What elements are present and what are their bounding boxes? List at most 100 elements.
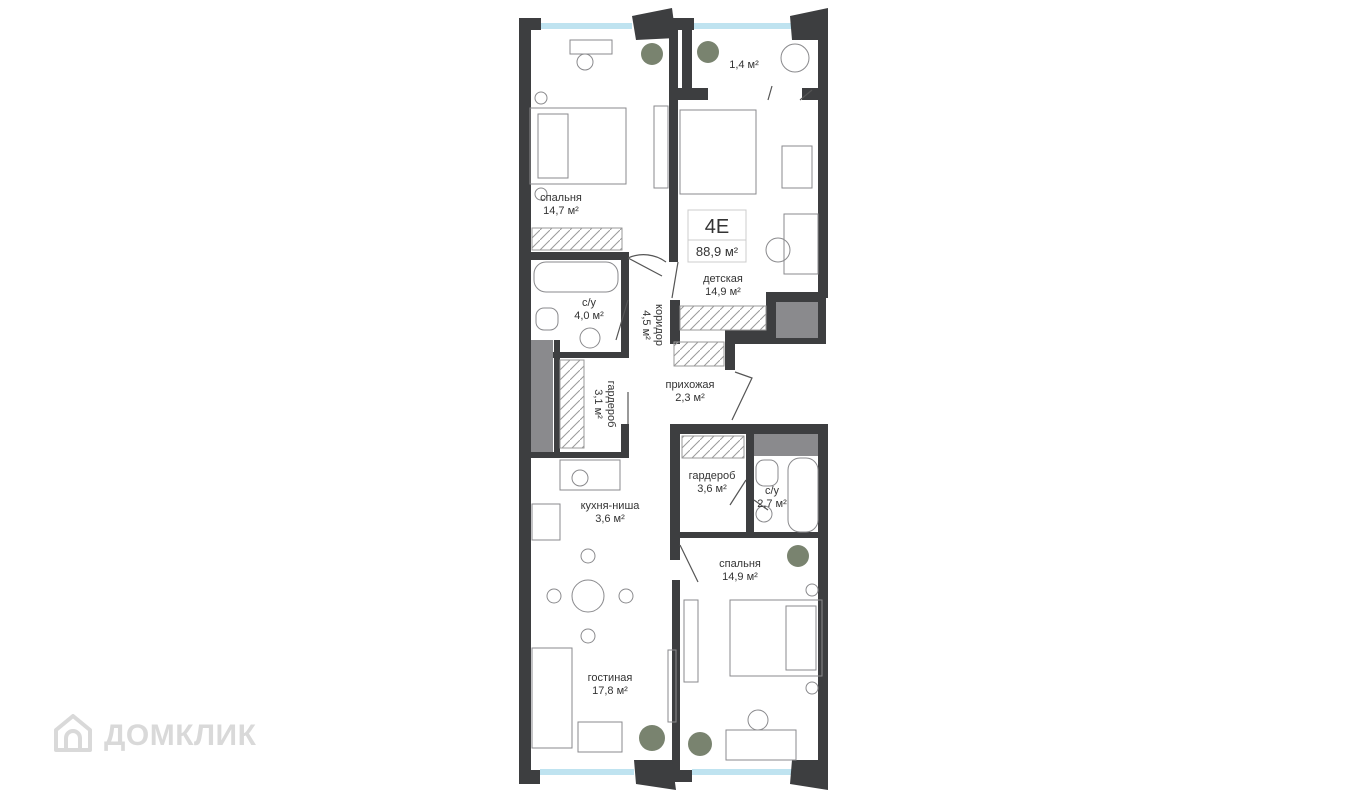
bed-kids [679, 109, 757, 195]
label-wardrobe1-name: гардероб [605, 381, 617, 428]
chair-kids [765, 237, 791, 263]
domclick-watermark: ДОМКЛИК [48, 708, 256, 763]
chair-bedroom2 [747, 709, 769, 731]
stove-burner [571, 469, 589, 487]
unit-total-area: 88,9 м² [696, 244, 739, 259]
wall-wardrobe1-right [621, 424, 629, 458]
bed-bedroom1 [529, 107, 627, 185]
bed-bedroom2 [729, 599, 823, 677]
corridor-label-group: коридор 4,5 м² [640, 304, 665, 346]
door-bedroom1 [627, 254, 667, 277]
wall-bottom-right-pier [790, 760, 828, 790]
plant-bath2 [787, 545, 809, 567]
plant-living [639, 725, 665, 751]
door-bedroom2 [679, 544, 699, 583]
tv-living [667, 649, 677, 723]
wall-kids-left-lower [670, 300, 680, 344]
label-wardrobe2-area: 3,6 м² [697, 483, 727, 495]
label-corridor-area: 4,5 м² [640, 310, 652, 340]
door-balcony [767, 85, 813, 101]
label-hallway-name: прихожая [665, 379, 714, 391]
label-living-name: гостиная [588, 672, 633, 684]
plant-bedroom2 [688, 732, 712, 756]
wall-bottom-middle [672, 770, 692, 782]
label-kids-area: 14,9 м² [705, 286, 741, 298]
wardrobe-hall [673, 341, 725, 367]
windows [540, 23, 792, 775]
toilet-2 [755, 459, 779, 487]
window-living-room [540, 769, 634, 775]
wall-balcony-bottom-left [676, 88, 708, 100]
label-kitchen-name: кухня-ниша [581, 500, 641, 512]
label-kitchen-area: 3,6 м² [595, 513, 625, 525]
dining-chair-bottom [580, 628, 596, 644]
label-bath1-area: 4,0 м² [574, 310, 604, 322]
wall-balcony-left [682, 18, 692, 88]
wall-left [519, 18, 531, 784]
home-logo-icon [48, 708, 98, 763]
coffee-table [577, 721, 623, 753]
label-kids-name: детская [703, 273, 743, 285]
wardrobe1-label-group: гардероб 3,1 м² [592, 381, 617, 428]
wardrobe-2-shelving [681, 435, 745, 459]
wall-kids-bottom [725, 330, 773, 344]
dining-table [571, 579, 605, 613]
tv-bedroom2 [683, 599, 699, 683]
wall-right-upper [818, 18, 828, 298]
door-bath2 [753, 499, 769, 511]
bed-pillows-bedroom1 [537, 113, 569, 179]
label-balcony-area: 1,4 м² [729, 59, 759, 71]
watermark-text: ДОМКЛИК [104, 718, 257, 752]
toilet-1 [535, 307, 559, 331]
bathtub-1 [533, 261, 619, 293]
wall-bedroom1-kids [669, 30, 678, 262]
label-living-area: 17,8 м² [592, 685, 628, 697]
bathtub-2 [787, 457, 819, 533]
wall-top-middle-pier [632, 8, 676, 40]
door-wardrobe2 [729, 479, 747, 506]
wall-bottom-middle-pier [634, 760, 676, 790]
label-bath2-area: 2,7 м² [757, 498, 787, 510]
label-bedroom2-area: 14,9 м² [722, 571, 758, 583]
label-wardrobe1-area: 3,1 м² [592, 389, 604, 419]
wall-bedroom1-bottom [531, 252, 625, 260]
wall-right-lower [818, 424, 828, 784]
door-kids [671, 261, 679, 299]
window-balcony [692, 23, 792, 29]
plant-bedroom1 [641, 43, 663, 65]
chair-bedroom1 [576, 53, 594, 71]
unit-code: 4Е [705, 216, 729, 238]
sofa [531, 647, 573, 749]
label-wardrobe2-name: гардероб [689, 470, 736, 482]
wardrobe-kids [679, 305, 767, 331]
wardrobes [531, 227, 767, 459]
wall-bath1-right [621, 252, 629, 356]
label-hallway-area: 2,3 м² [675, 392, 705, 404]
furniture [529, 39, 823, 761]
wardrobe-1-shelving [559, 359, 585, 449]
wall-bottom-left-corner [519, 770, 540, 784]
dining-chair-left [546, 588, 562, 604]
dining-chair-right [618, 588, 634, 604]
label-corridor-name: коридор [653, 304, 665, 346]
desk-kids [783, 213, 819, 275]
wall-wardrobe2-left [670, 434, 680, 560]
window-bedroom-1 [540, 23, 632, 29]
nightstand-lamp-1 [534, 91, 548, 105]
walls [519, 8, 828, 790]
wall-wardrobe1-bottom [531, 452, 629, 458]
bed-pillows-bedroom2 [785, 605, 817, 671]
sink-1 [579, 327, 601, 349]
door-bath1 [615, 299, 629, 341]
plant-balcony [697, 41, 719, 63]
shelf-kids [781, 145, 813, 189]
wall-wardrobe1-left [554, 340, 560, 456]
right-storage-block [750, 434, 828, 456]
room-labels: спальня 14,7 м² 1,4 м² детская 14,9 м² с… [540, 59, 787, 697]
wall-right-lower-top [670, 424, 828, 434]
desk-bedroom2 [725, 729, 797, 761]
nightstand-lamp-2 [534, 187, 548, 201]
dining-chair-top [580, 548, 596, 564]
wall-top-left-corner [519, 18, 541, 30]
